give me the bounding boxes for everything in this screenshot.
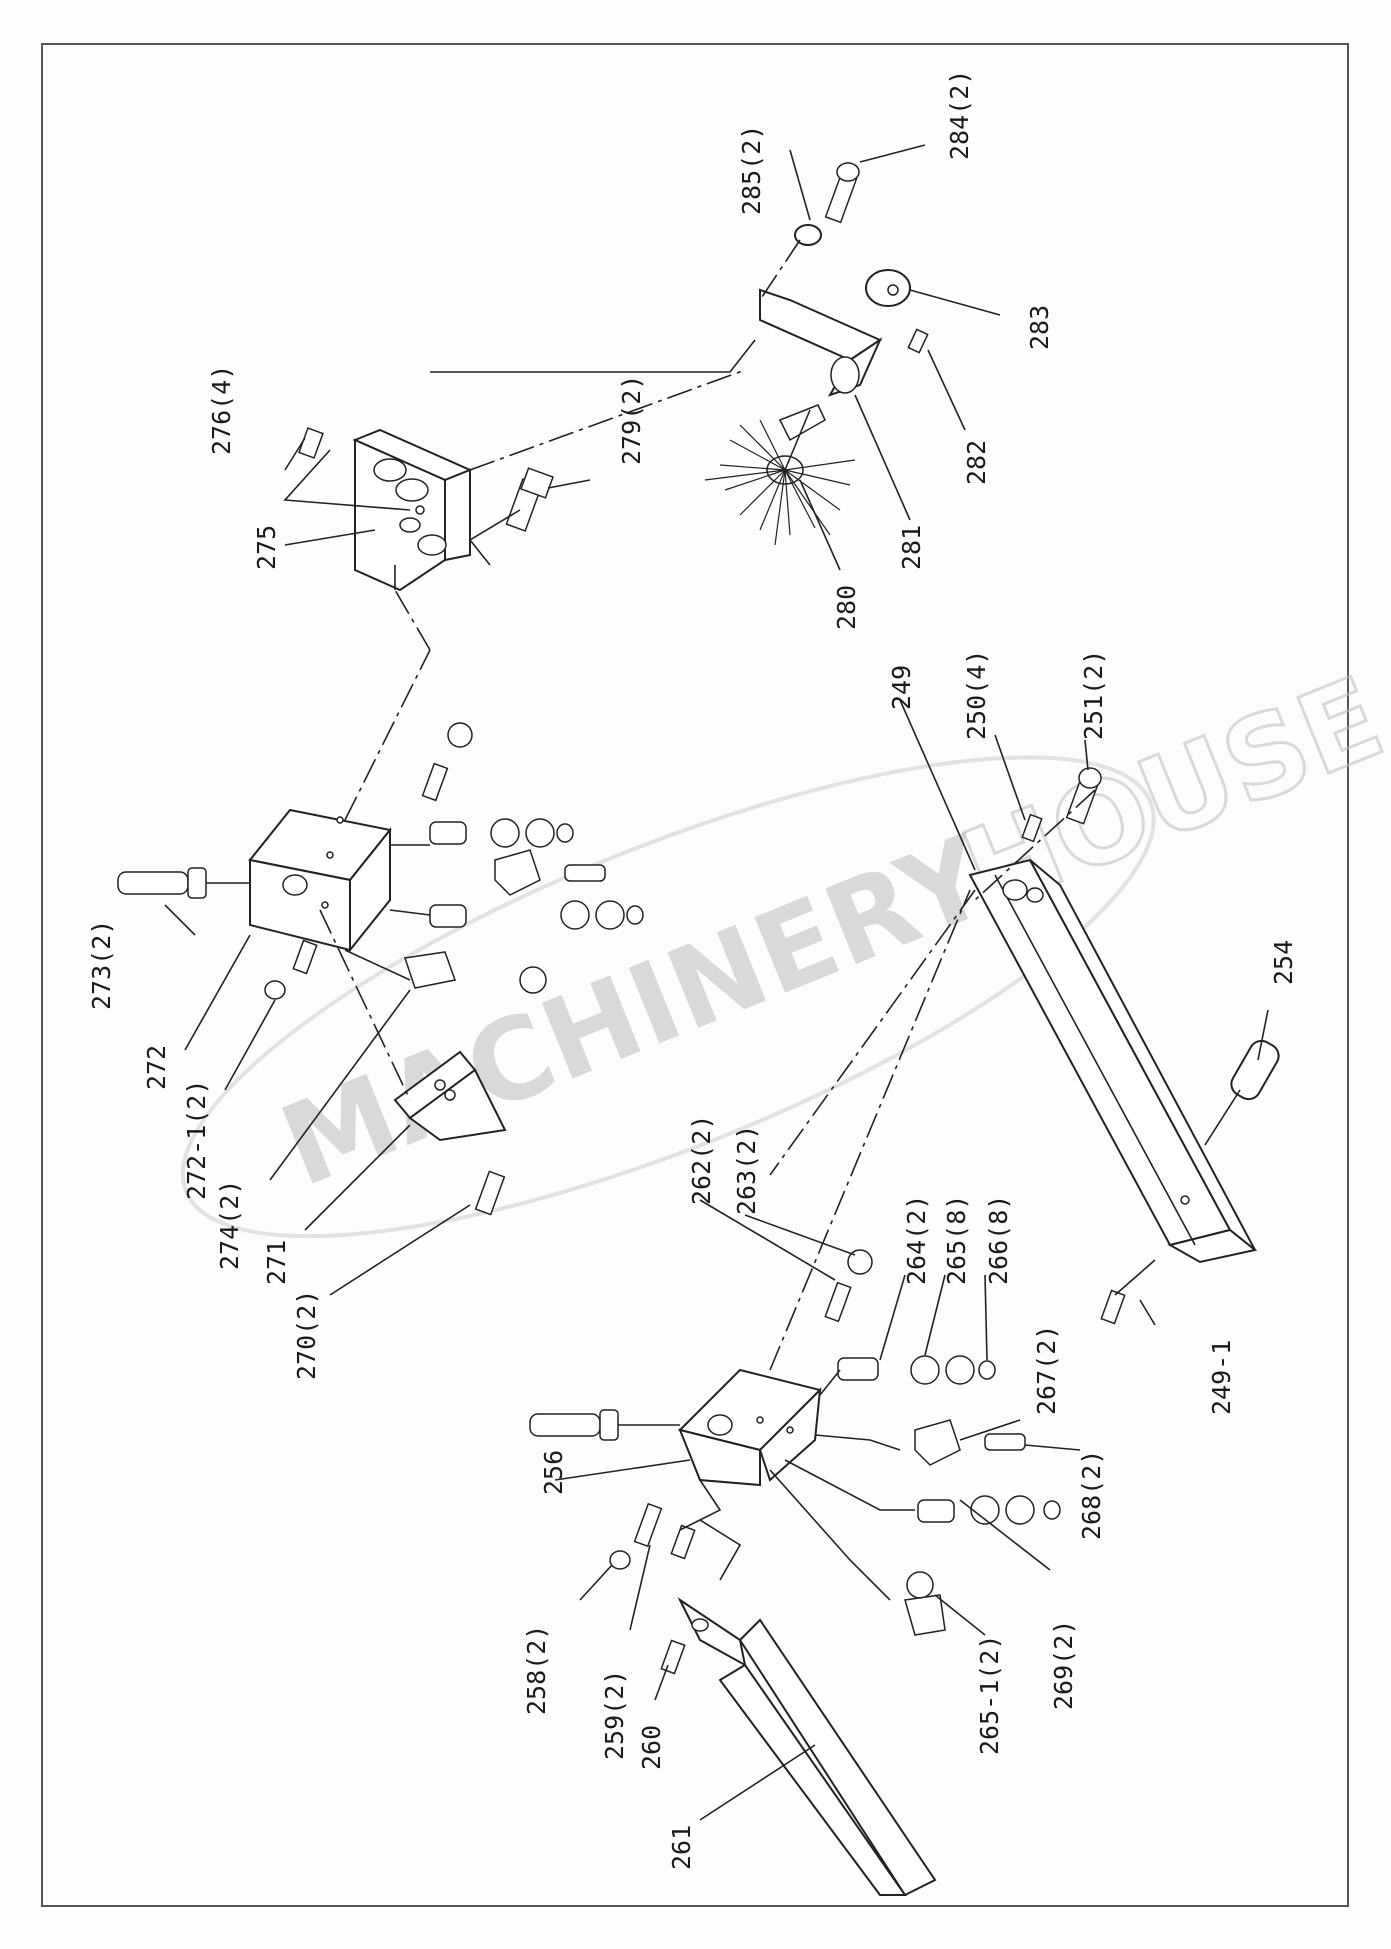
- label-261: 261: [667, 1825, 696, 1870]
- label-254: 254: [1269, 940, 1298, 985]
- label-264: 264(2): [902, 1195, 931, 1285]
- part-261-rail: [677, 1597, 937, 1897]
- screw-251: [1065, 767, 1102, 825]
- label-249-1: 249-1: [1207, 1340, 1236, 1415]
- screw-272-1: [264, 939, 318, 1000]
- screw-282: [907, 328, 929, 354]
- part-256-fitting: [529, 1409, 680, 1441]
- label-269: 269(2): [1049, 1620, 1078, 1710]
- part-254-knob: [1204, 1039, 1280, 1146]
- label-266: 266(8): [984, 1195, 1013, 1285]
- label-283: 283: [1025, 305, 1054, 350]
- label-276: 276(4): [207, 365, 236, 455]
- label-280: 280: [832, 585, 861, 630]
- part-273-fitting: [117, 867, 250, 899]
- fittings-upper-row: [421, 722, 644, 994]
- label-251: 251(2): [1079, 650, 1108, 740]
- label-249: 249: [887, 665, 916, 710]
- screw-249-1: [1100, 1289, 1126, 1325]
- label-272-1: 272-1(2): [182, 1080, 211, 1200]
- part-281-bracket: [759, 288, 883, 397]
- label-285: 285(2): [737, 125, 766, 215]
- label-275: 275: [252, 525, 281, 570]
- label-258: 258(2): [522, 1625, 551, 1715]
- part-272-block: [248, 808, 392, 953]
- label-284: 284(2): [945, 70, 974, 160]
- screw-279: [505, 467, 554, 532]
- label-268: 268(2): [1077, 1450, 1106, 1540]
- label-265-1: 265-1(2): [975, 1635, 1004, 1755]
- screw-270: [474, 1170, 506, 1216]
- labels: 276(4) 275 279(2) 285(2) 284(2) 283 282 …: [87, 70, 1298, 1870]
- part-256-block: [678, 1368, 822, 1487]
- part-274-clip: [404, 951, 456, 989]
- label-271: 271: [262, 1240, 291, 1285]
- label-274: 274(2): [215, 1180, 244, 1270]
- label-265: 265(8): [942, 1195, 971, 1285]
- label-273: 273(2): [87, 920, 116, 1010]
- part-275-block: [352, 428, 473, 592]
- part-283-collar: [865, 269, 911, 307]
- label-267: 267(2): [1032, 1325, 1061, 1415]
- label-272: 272: [142, 1045, 171, 1090]
- label-260: 260: [637, 1725, 666, 1770]
- screw-284: [824, 162, 860, 224]
- label-263: 263(2): [732, 1125, 761, 1215]
- screws-258-260: [609, 1502, 696, 1675]
- fittings-lower-row: [824, 1249, 1061, 1636]
- label-256: 256: [539, 1450, 568, 1495]
- screw-250: [1021, 813, 1043, 843]
- label-281: 281: [897, 525, 926, 570]
- label-259: 259(2): [600, 1670, 629, 1760]
- part-271-bracket: [393, 1050, 507, 1142]
- label-279: 279(2): [617, 375, 646, 465]
- part-249-rail: [968, 858, 1258, 1264]
- diagram-border: [41, 43, 1349, 1907]
- brush-bristles: [704, 419, 856, 546]
- label-282: 282: [962, 440, 991, 485]
- label-270: 270(2): [292, 1290, 321, 1380]
- washer-285: [794, 224, 822, 246]
- label-250: 250(4): [962, 650, 991, 740]
- label-262: 262(2): [687, 1115, 716, 1205]
